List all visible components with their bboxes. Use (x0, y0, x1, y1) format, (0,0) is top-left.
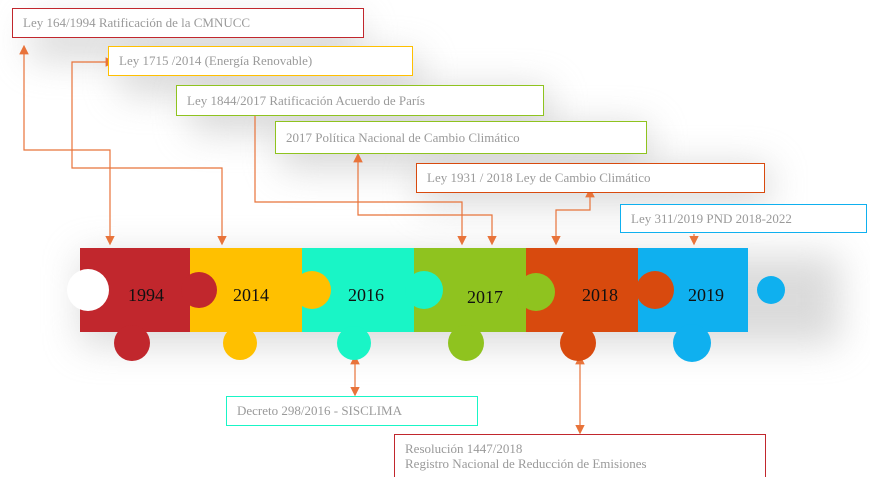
label-resolucion-1447-2018: Resolución 1447/2018 Registro Nacional d… (394, 434, 766, 477)
connector-arrows (19, 44, 699, 435)
year-label-2017: 2017 (467, 287, 503, 307)
year-label-2014: 2014 (233, 285, 269, 305)
puzzle-piece-1994 (67, 248, 217, 361)
arrow-ley-164 (19, 44, 115, 246)
year-label-1994: 1994 (128, 285, 164, 305)
label-ley-164-1994: Ley 164/1994 Ratificación de la CMNUCC (12, 8, 364, 38)
arrow-ley-1931 (551, 187, 595, 246)
year-label-2016: 2016 (348, 285, 384, 305)
label-ley-311-2019: Ley 311/2019 PND 2018-2022 (620, 204, 867, 233)
arrow-politica-2017 (353, 152, 497, 246)
label-ley-1844-2017: Ley 1844/2017 Ratificación Acuerdo de Pa… (176, 85, 544, 116)
label-decreto-298-2016: Decreto 298/2016 - SISCLIMA (226, 396, 478, 426)
label-ley-1931-2018: Ley 1931 / 2018 Ley de Cambio Climático (416, 163, 765, 193)
puzzle-pieces (67, 248, 785, 362)
arrow-ley-1715 (71, 57, 227, 246)
label-politica-2017: 2017 Política Nacional de Cambio Climáti… (275, 121, 647, 154)
resolucion-subtitle: Registro Nacional de Reducción de Emisio… (405, 456, 647, 471)
resolucion-title: Resolución 1447/2018 (405, 441, 523, 456)
label-ley-1715-2014: Ley 1715 /2014 (Energía Renovable) (108, 46, 413, 76)
year-label-2019: 2019 (688, 285, 724, 305)
year-label-2018: 2018 (582, 285, 618, 305)
